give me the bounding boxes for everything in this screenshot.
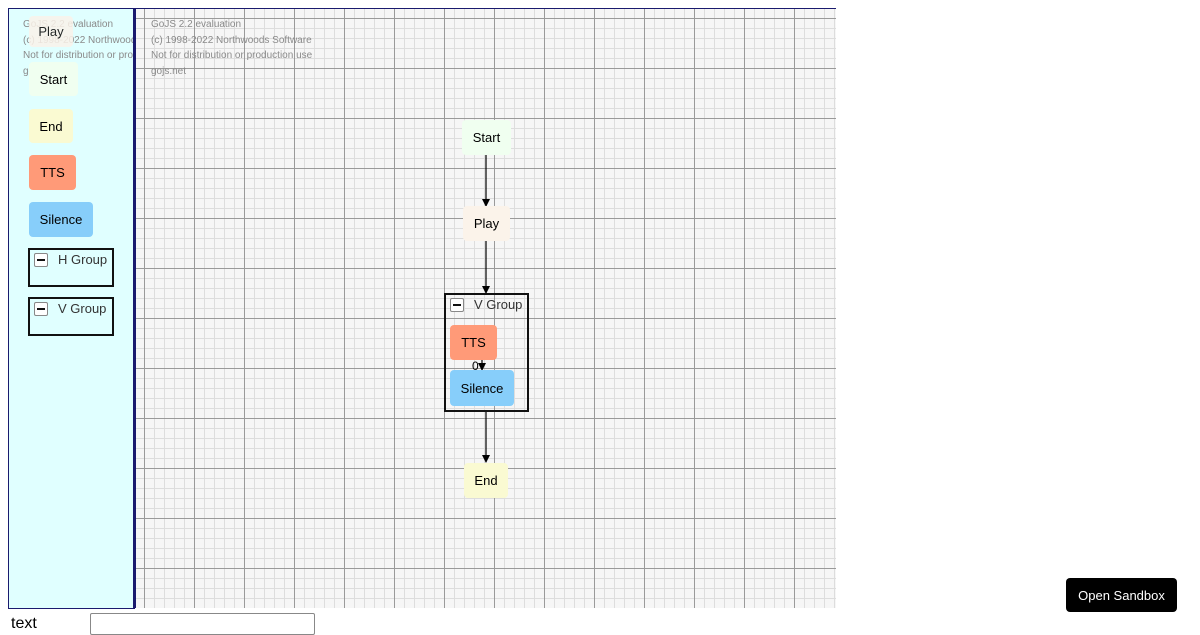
node-label: End	[474, 473, 498, 488]
palette-node-label: Silence	[39, 212, 83, 227]
node-end[interactable]: End	[464, 463, 508, 498]
node-start[interactable]: Start	[462, 120, 511, 155]
open-sandbox-button[interactable]: Open Sandbox	[1066, 578, 1177, 612]
minus-icon	[37, 258, 45, 261]
node-play[interactable]: Play	[463, 206, 510, 241]
node-label: Start	[472, 130, 501, 145]
group-label: V Group	[474, 297, 523, 312]
diagram-canvas[interactable]: GoJS 2.2 evaluation (c) 1998-2022 Northw…	[135, 9, 836, 608]
palette[interactable]: GoJS 2.2 evaluation (c) 1998-2022 Northw…	[8, 8, 135, 609]
node-silence[interactable]: Silence	[450, 370, 514, 406]
text-input[interactable]	[90, 613, 315, 635]
palette-group-h[interactable]: H Group	[28, 248, 114, 287]
text-field-label: text	[11, 615, 37, 632]
diagram-links	[478, 155, 490, 463]
palette-group-v[interactable]: V Group	[28, 297, 114, 336]
palette-node-end[interactable]: End	[29, 109, 73, 143]
group-header: H Group	[34, 252, 107, 267]
palette-node-label: End	[39, 118, 63, 134]
link-label: 0	[472, 359, 479, 373]
node-tts[interactable]: TTS	[450, 325, 497, 360]
minus-icon	[453, 303, 461, 306]
palette-node-start[interactable]: Start	[29, 62, 78, 96]
collapse-button[interactable]	[34, 301, 48, 316]
palette-node-tts[interactable]: TTS	[29, 155, 76, 190]
diagram-group-v[interactable]: V Group TTS 0 Silence	[444, 293, 529, 412]
palette-node-play[interactable]: Play	[29, 16, 73, 47]
canvas-watermark: GoJS 2.2 evaluation (c) 1998-2022 Northw…	[151, 19, 313, 77]
group-label: V Group	[58, 301, 107, 316]
collapse-button[interactable]	[450, 297, 464, 312]
group-header: V Group	[34, 301, 106, 316]
node-label: Silence	[460, 380, 504, 396]
group-label: H Group	[58, 252, 108, 267]
palette-node-label: TTS	[40, 165, 65, 180]
node-label: Play	[473, 216, 500, 231]
palette-node-label: Start	[39, 71, 68, 87]
palette-node-silence[interactable]: Silence	[29, 202, 93, 237]
collapse-button[interactable]	[34, 252, 48, 267]
group-header: V Group	[450, 297, 522, 312]
minus-icon	[37, 307, 45, 310]
palette-node-label: Play	[38, 24, 64, 39]
node-label: TTS	[461, 335, 486, 350]
